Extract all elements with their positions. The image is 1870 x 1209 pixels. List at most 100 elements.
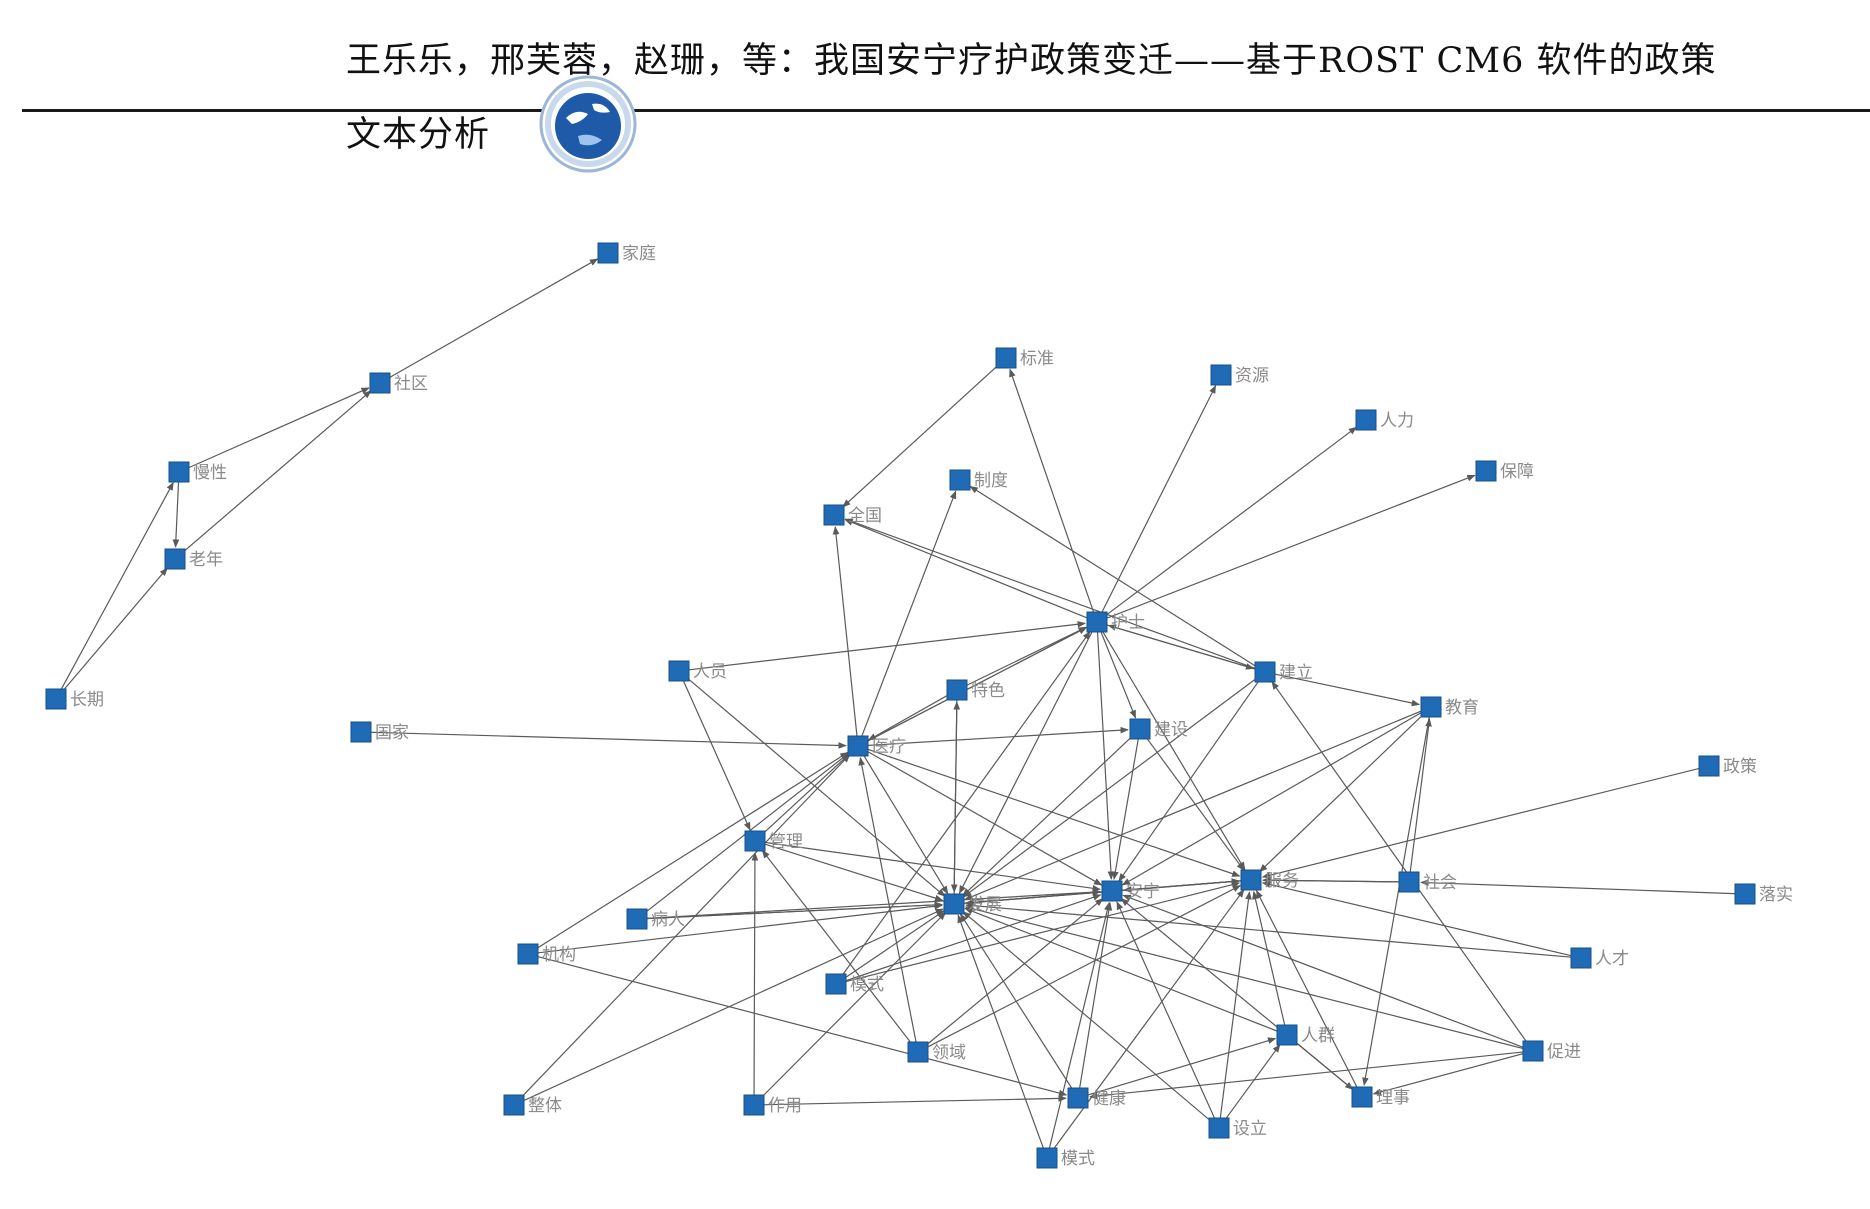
edge-yiliao-fazhan [861, 752, 949, 895]
edge-guanli-fazhan [762, 842, 944, 902]
node-label: 社区 [394, 374, 428, 394]
edge-yiliao-fuwu [865, 748, 1241, 877]
node-marker [369, 372, 391, 394]
node-label: 模式 [850, 975, 884, 995]
edge-jiaoyu-lishi [1362, 714, 1431, 1087]
edge-shehui-fuwu [1262, 876, 1402, 884]
edge-cujin-lishi [1372, 1052, 1526, 1096]
node-marker [626, 908, 648, 930]
edge-lishi-fuwu [1255, 889, 1359, 1091]
edge-bingren-anning [644, 888, 1101, 920]
node-label: 促进 [1547, 1042, 1581, 1062]
edge-renyuan-guanli [681, 678, 751, 831]
node-marker [995, 347, 1017, 369]
node-marker [1101, 880, 1123, 902]
edge-jiankang-fazhan [959, 913, 1075, 1092]
node-marker [1698, 755, 1720, 777]
node-label: 标准 [1020, 349, 1054, 369]
node-baozhang: 保障 [1475, 460, 1534, 482]
edge-sheli-renqun [1223, 1044, 1281, 1122]
node-renqun: 人群 [1276, 1024, 1335, 1046]
node-marker [168, 461, 190, 483]
node-marker [1210, 364, 1232, 386]
node-marker [949, 469, 971, 491]
node-yiliao: 医疗 [847, 735, 906, 757]
edge-jianli-jiaoyu [1272, 673, 1421, 707]
edge-yiliao-huli [864, 626, 1088, 743]
node-fuwu: 服务 [1240, 869, 1299, 891]
edge-luoshi-shehui [1420, 879, 1738, 895]
edge-moshi-fazhan [957, 914, 1045, 1151]
edge-sheli-fuwu [1219, 891, 1252, 1121]
node-biaozhun: 标准 [995, 347, 1054, 369]
edge-laonian-shequ [180, 390, 372, 555]
node-label: 建设 [1154, 720, 1188, 740]
node-label: 人才 [1595, 949, 1629, 969]
node-marker [1129, 718, 1151, 740]
edge-fazhan-tese [953, 701, 961, 897]
node-marker [1398, 871, 1420, 893]
node-moshi: 模式 [1036, 1147, 1095, 1169]
edge-jiangou-jiankang [535, 955, 1068, 1097]
edge-huli-renkou [1103, 426, 1358, 618]
edge-jiankang-renqun [1085, 1037, 1277, 1097]
edge-guanli-anning [762, 841, 1101, 892]
node-marker [1208, 1117, 1230, 1139]
node-jianli: 建立 [1254, 661, 1313, 683]
node-bingren: 病人 [626, 908, 685, 930]
node-marker [907, 1041, 929, 1063]
node-label: 制度 [974, 471, 1008, 491]
edge-jianli-quanguo [844, 518, 1258, 670]
node-marker [164, 548, 186, 570]
node-label: 护士 [1111, 613, 1145, 633]
edge-huli-biaozhun [1009, 368, 1095, 615]
running-header-line2: 文本分析 [346, 115, 491, 155]
edge-manxing-shequ [186, 387, 370, 470]
node-marker [1067, 1087, 1089, 1109]
edge-quyu-guanli [761, 849, 914, 1047]
node-label: 模式 [1061, 1149, 1095, 1169]
edge-quyu-anning [923, 898, 1104, 1048]
node-lishi: 理事 [1351, 1086, 1410, 1108]
node-label: 机构 [542, 945, 576, 965]
node-marker [1355, 409, 1377, 431]
node-marker [517, 943, 539, 965]
edge-jianshe-anning [1112, 736, 1140, 881]
node-renkou: 人力 [1355, 409, 1414, 431]
edge-huli-quanguo [844, 518, 1090, 620]
node-quyu: 领域 [907, 1041, 966, 1063]
edge-jiaoyu-fazhan [964, 709, 1424, 900]
node-jiankang: 健康 [1067, 1087, 1126, 1109]
node-label: 发展 [968, 895, 1002, 915]
node-label: 服务 [1265, 871, 1299, 891]
edge-yiliao-quanguo [832, 526, 858, 739]
node-marker [1420, 696, 1442, 718]
journal-logo-icon [539, 75, 637, 173]
node-moshi_l: 模式 [825, 973, 884, 995]
node-label: 慢性 [193, 462, 227, 483]
edge-jianli-fazhan [962, 676, 1259, 898]
node-marker [1522, 1040, 1544, 1062]
edge-jiangou-fazhan [535, 902, 943, 954]
node-zhidu: 制度 [949, 469, 1008, 491]
edge-manxing-laonian [172, 479, 180, 548]
node-quanguo: 全国 [823, 504, 882, 526]
node-label: 全国 [848, 506, 882, 526]
edge-jianshe-fazhan [962, 734, 1135, 897]
node-rencai: 人才 [1570, 947, 1629, 969]
edge-renqun-fazhan [964, 907, 1280, 1033]
edge-sheli-anning [1116, 901, 1217, 1121]
node-label: 理事 [1376, 1088, 1410, 1108]
node-sheli: 设立 [1208, 1117, 1267, 1139]
node-marker [1570, 947, 1592, 969]
edge-changqi-laonian [60, 567, 168, 694]
node-label: 设立 [1233, 1119, 1267, 1139]
node-jiangou: 机构 [517, 943, 576, 965]
node-zhengce: 政策 [1698, 755, 1757, 777]
edge-yiliao-anning [864, 749, 1103, 886]
edge-changqi-manxing [59, 481, 174, 693]
node-label: 病人 [651, 910, 685, 930]
node-anning: 安宁 [1101, 880, 1160, 902]
node-marker [668, 660, 690, 682]
